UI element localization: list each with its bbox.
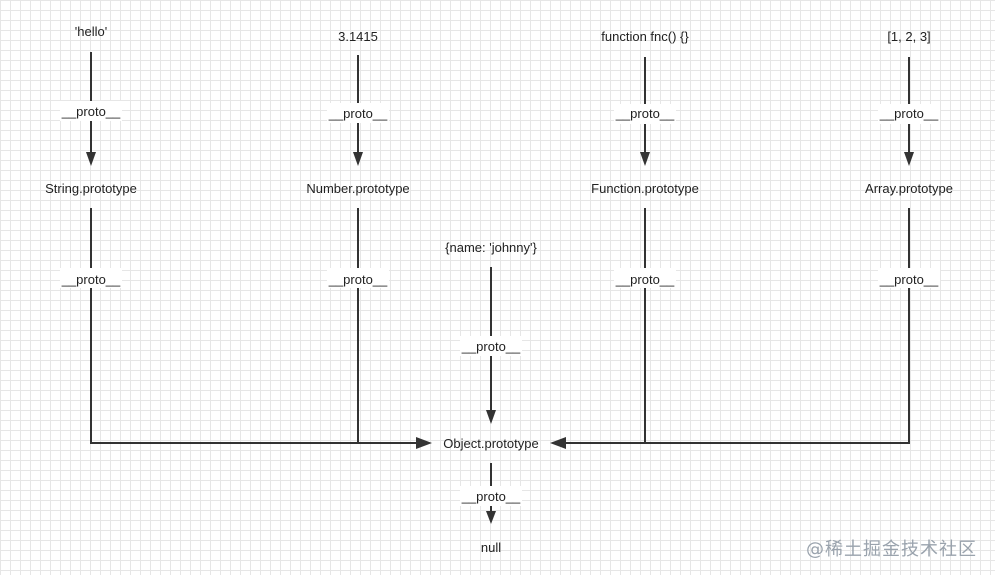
node-hello: 'hello': [75, 24, 107, 39]
edge-label-proto: __proto__: [615, 106, 675, 121]
arrowhead-down: [486, 410, 496, 424]
node-pi: 3.1415: [338, 29, 378, 44]
arrowhead-left: [550, 437, 566, 449]
edge-label-proto: __proto__: [328, 272, 388, 287]
edge-string-proto-to-object-proto: [90, 208, 420, 444]
watermark: @稀土掘金技术社区: [806, 539, 977, 560]
node-null: null: [481, 540, 501, 555]
node-function-prototype: Function.prototype: [591, 181, 699, 196]
edge-labels: __proto__ __proto__ __proto__ __proto__ …: [61, 104, 939, 504]
edge-label-proto: __proto__: [461, 339, 521, 354]
node-array-prototype: Array.prototype: [865, 181, 953, 196]
edge-label-proto: __proto__: [61, 104, 121, 119]
edge-label-proto: __proto__: [615, 272, 675, 287]
nodes: 'hello' 3.1415 function fnc() {} [1, 2, …: [45, 24, 953, 555]
arrowhead-right: [416, 437, 432, 449]
edge-label-proto: __proto__: [61, 272, 121, 287]
node-string-prototype: String.prototype: [45, 181, 137, 196]
node-array: [1, 2, 3]: [887, 29, 930, 44]
node-obj-literal: {name: 'johnny'}: [445, 240, 537, 255]
edge-label-proto: __proto__: [461, 489, 521, 504]
edge-array-proto-to-object-proto: [564, 208, 910, 444]
edge-label-proto: __proto__: [879, 106, 939, 121]
node-object-prototype: Object.prototype: [443, 436, 538, 451]
node-number-prototype: Number.prototype: [306, 181, 409, 196]
node-fnc: function fnc() {}: [601, 29, 689, 44]
arrowhead-down: [904, 152, 914, 166]
edge-label-proto: __proto__: [879, 272, 939, 287]
edge-label-proto: __proto__: [328, 106, 388, 121]
edges: [86, 52, 914, 524]
arrowhead-down: [486, 511, 496, 524]
arrowhead-down: [640, 152, 650, 166]
arrowhead-down: [86, 152, 96, 166]
arrowhead-down: [353, 152, 363, 166]
edge-label-backgrounds: [60, 101, 940, 506]
